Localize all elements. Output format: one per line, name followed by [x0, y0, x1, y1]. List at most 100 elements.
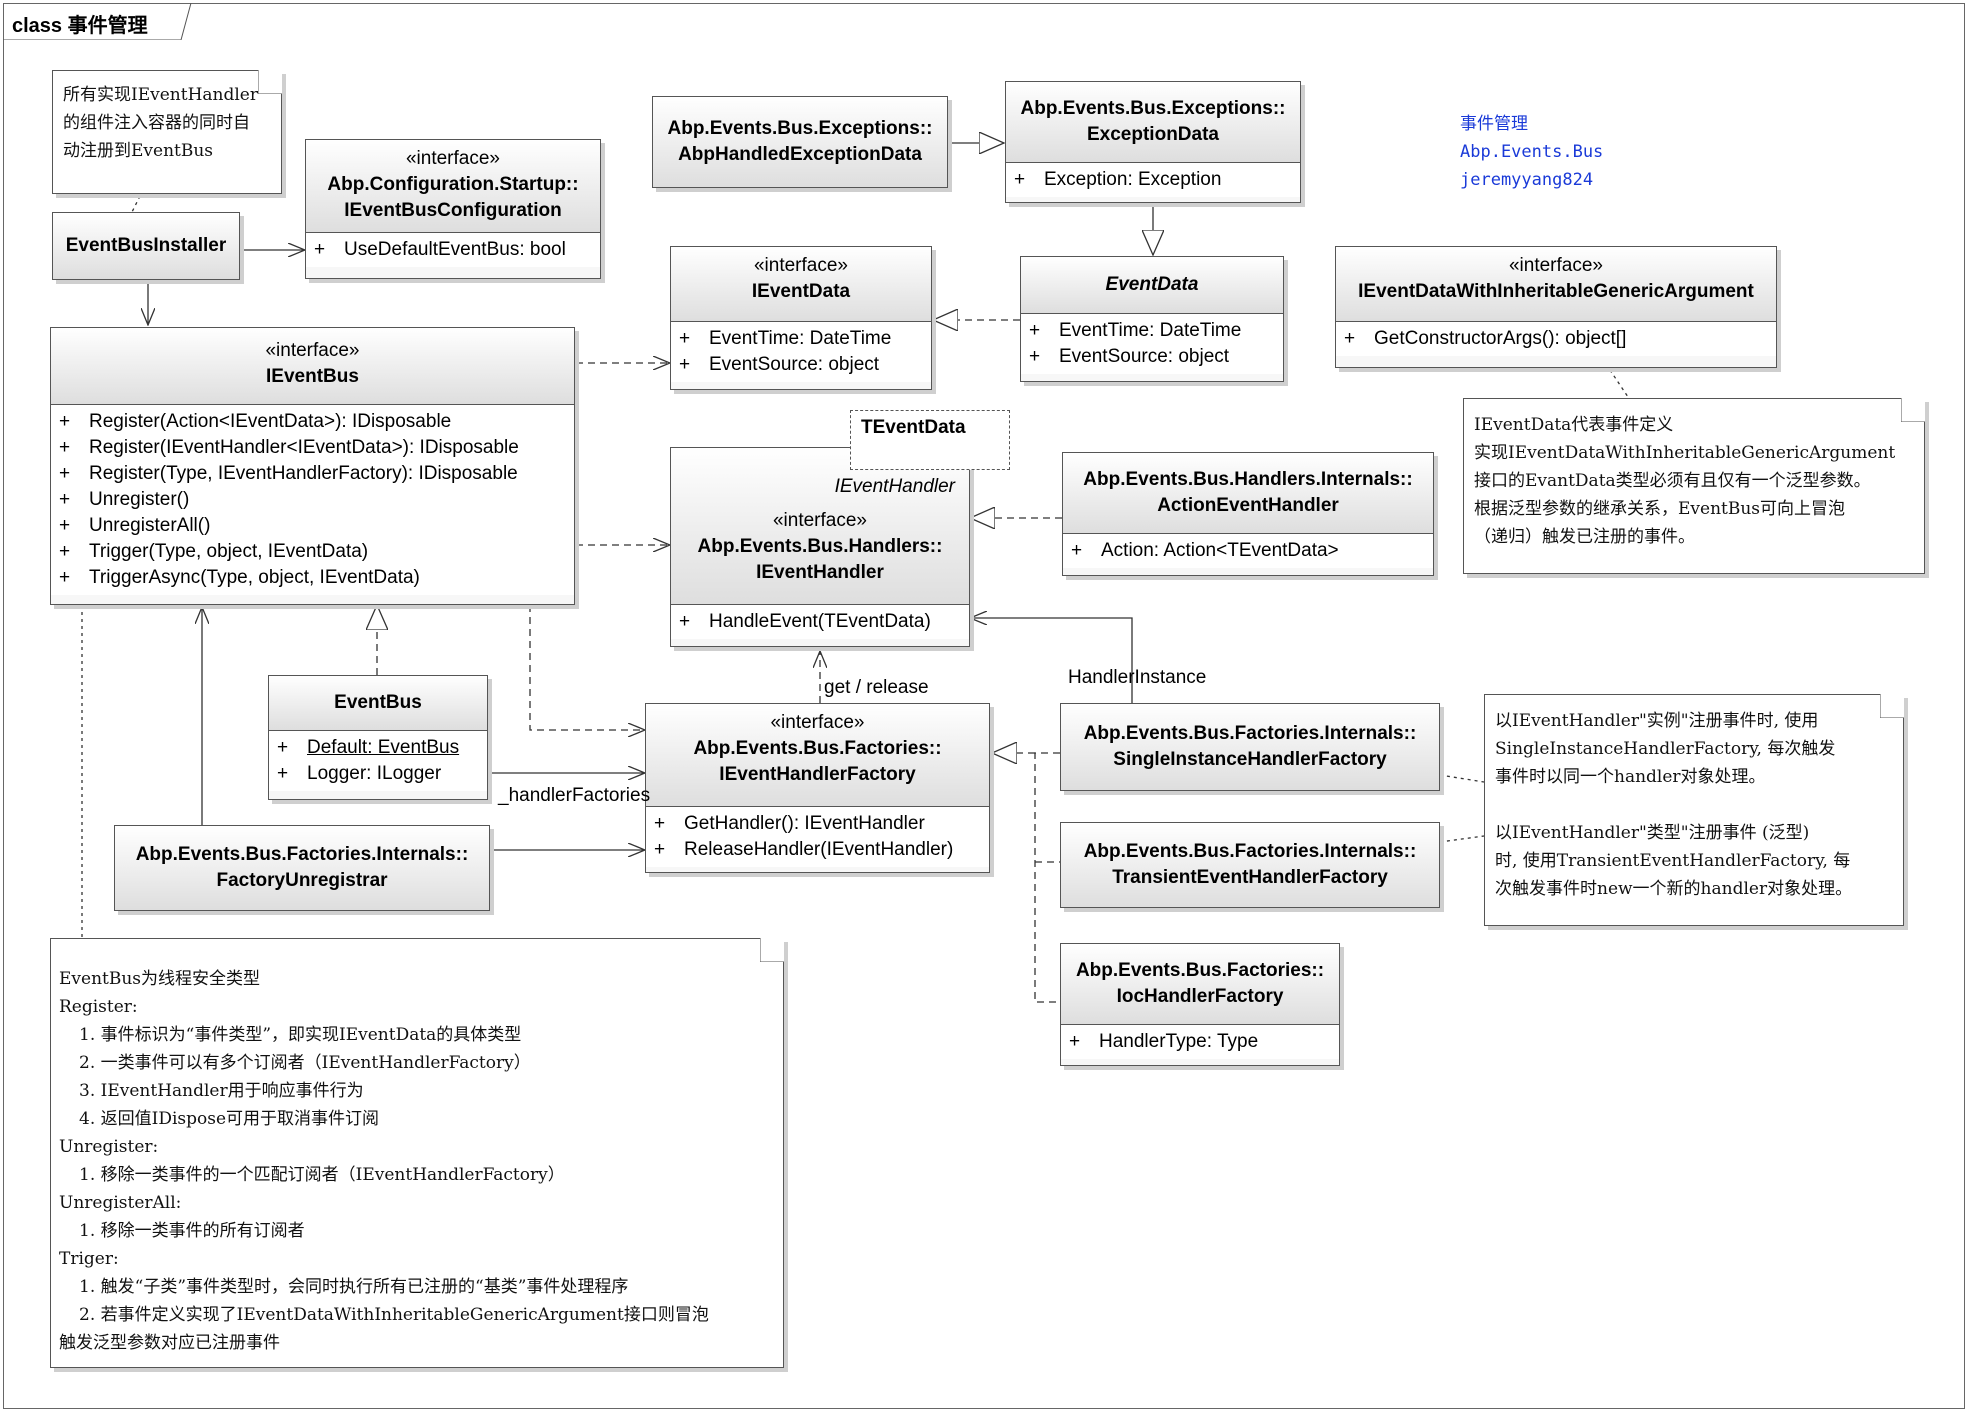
attributes: +UseDefaultEventBus: bool	[306, 232, 600, 267]
class-event-bus-installer[interactable]: EventBusInstaller	[52, 212, 240, 280]
attribute: +UseDefaultEventBus: bool	[314, 239, 566, 260]
operation: +ReleaseHandler(IEventHandler)	[654, 839, 954, 860]
label-handler-instance: HandlerInstance	[1068, 667, 1207, 688]
attributes: +EventTime: DateTime +EventSource: objec…	[1021, 313, 1283, 374]
edge-generic-note-anchor	[1609, 369, 1631, 401]
label-handler-factories: _handlerFactories	[498, 785, 651, 806]
attribute: +EventSource: object	[679, 354, 880, 375]
class-name-line1: Abp.Events.Bus.Factories.Internals::	[1083, 723, 1417, 744]
stereotype: «interface»	[770, 712, 865, 733]
interface-ievent-handler-factory[interactable]: «interface» Abp.Events.Bus.Factories:: I…	[645, 703, 990, 873]
attribute: +Default: EventBus	[277, 737, 460, 758]
note-line: 以IEventHandler"类型"注册事件 (泛型)	[1495, 823, 1810, 843]
note-fold-icon	[258, 70, 282, 94]
attribute: +EventTime: DateTime	[679, 328, 892, 349]
stereotype: «interface»	[1508, 255, 1603, 276]
class-name-line1: Abp.Events.Bus.Handlers.Internals::	[1083, 469, 1413, 490]
edge-single-note-anchor	[1439, 774, 1485, 783]
attributes: +Exception: Exception	[1006, 162, 1300, 197]
stereotype: «interface»	[265, 340, 360, 361]
class-name: IEventBus	[266, 366, 359, 387]
note-line: 3. IEventHandler用于响应事件行为	[79, 1081, 364, 1101]
note-line: 1. 事件标识为“事件类型”，即实现IEventData的具体类型	[79, 1025, 522, 1045]
attribute: +Logger: ILogger	[277, 763, 442, 784]
note-handler-factories: 以IEventHandler"实例"注册事件时, 使用 SingleInstan…	[1484, 694, 1904, 926]
note-line: 所有实现IEventHandler	[63, 85, 258, 105]
note-line: 2. 若事件定义实现了IEventDataWithInheritableGene…	[79, 1305, 709, 1325]
note-line: 4. 返回值IDispose可用于取消事件订阅	[79, 1109, 380, 1129]
class-name: EventBusInstaller	[65, 235, 227, 256]
attributes: +EventTime: DateTime +EventSource: objec…	[671, 321, 931, 382]
operation: +Register(IEventHandler<IEventData>): ID…	[59, 437, 519, 458]
class-transient-event-handler-factory[interactable]: Abp.Events.Bus.Factories.Internals:: Tra…	[1060, 822, 1440, 908]
class-name-line2: FactoryUnregistrar	[216, 870, 388, 891]
class-name-line1: Abp.Events.Bus.Exceptions::	[667, 118, 933, 139]
note-line: Unregister:	[59, 1137, 159, 1157]
note-fold-icon	[1901, 398, 1925, 422]
class-single-instance-handler-factory[interactable]: Abp.Events.Bus.Factories.Internals:: Sin…	[1060, 703, 1440, 791]
class-event-data[interactable]: EventData +EventTime: DateTime +EventSou…	[1020, 256, 1284, 382]
edge-transient-note-anchor	[1439, 835, 1485, 843]
attribute: +Exception: Exception	[1014, 169, 1222, 190]
note-line: SingleInstanceHandlerFactory, 每次触发	[1495, 739, 1836, 759]
class-name-line2: ExceptionData	[1087, 124, 1219, 145]
class-name-line1: Abp.Events.Bus.Factories::	[1075, 960, 1325, 981]
class-name-line1: Abp.Events.Bus.Exceptions::	[1020, 98, 1286, 119]
note-installer: 所有实现IEventHandler 的组件注入容器的同时自 动注册到EventB…	[52, 70, 282, 194]
operation: +GetConstructorArgs(): object[]	[1344, 328, 1627, 349]
class-abp-handled-exception-data[interactable]: Abp.Events.Bus.Exceptions:: AbpHandledEx…	[652, 96, 948, 188]
note-event-bus: EventBus为线程安全类型 Register: 1. 事件标识为“事件类型”…	[50, 938, 784, 1368]
note-line: 接口的EvantData类型必须有且仅有一个泛型参数。	[1474, 471, 1871, 491]
class-event-bus[interactable]: EventBus +Default: EventBus +Logger: ILo…	[268, 675, 488, 800]
class-ioc-handler-factory[interactable]: Abp.Events.Bus.Factories:: IocHandlerFac…	[1060, 943, 1340, 1066]
note-line: Register:	[59, 997, 138, 1017]
stereotype: «interface»	[753, 255, 848, 276]
note-line: 1. 触发“子类”事件类型时，会同时执行所有已注册的“基类”事件处理程序	[79, 1277, 629, 1297]
class-action-event-handler[interactable]: Abp.Events.Bus.Handlers.Internals:: Acti…	[1062, 452, 1434, 576]
attribute: +HandlerType: Type	[1069, 1031, 1259, 1052]
class-name-line1: Abp.Events.Bus.Factories.Internals::	[1083, 841, 1417, 862]
note-line: 时, 使用TransientEventHandlerFactory, 每	[1495, 851, 1851, 871]
interface-ievent-data[interactable]: «interface» IEventData +EventTime: DateT…	[670, 246, 932, 390]
note-line: 1. 移除一类事件的所有订阅者	[79, 1221, 305, 1241]
generic-name: IEventHandler	[834, 476, 955, 497]
diagram-info: 事件管理 Abp.Events.Bus jeremyyang824	[1460, 110, 1603, 194]
attribute: +Action: Action<TEventData>	[1071, 540, 1339, 561]
note-fold-icon	[760, 938, 784, 962]
attributes: +Default: EventBus +Logger: ILogger	[269, 730, 487, 791]
interface-ievent-data-generic[interactable]: «interface» IEventDataWithInheritableGen…	[1335, 246, 1777, 368]
class-name-line2: IEventHandler	[756, 562, 884, 583]
operation: +Trigger(Type, object, IEventData)	[59, 541, 369, 562]
attributes: +GetConstructorArgs(): object[]	[1336, 321, 1776, 356]
class-name-line1: Abp.Events.Bus.Factories.Internals::	[135, 844, 469, 865]
class-name-line2: AbpHandledExceptionData	[678, 144, 922, 165]
class-factory-unregistrar[interactable]: Abp.Events.Bus.Factories.Internals:: Fac…	[114, 825, 490, 911]
class-name-line1: Abp.Events.Bus.Factories::	[693, 738, 942, 759]
class-name: IEventDataWithInheritableGenericArgument	[1358, 281, 1754, 302]
stereotype: «interface»	[772, 510, 867, 531]
edge-ieventbus-factory	[529, 605, 645, 730]
info-namespace: Abp.Events.Bus	[1460, 142, 1604, 162]
interface-ievent-handler[interactable]: IEventHandler «interface» Abp.Events.Bus…	[670, 447, 970, 647]
note-line: UnregisterAll:	[59, 1193, 182, 1213]
class-exception-data[interactable]: Abp.Events.Bus.Exceptions:: ExceptionDat…	[1005, 81, 1301, 203]
class-name: EventBus	[334, 692, 422, 713]
interface-ievent-bus-configuration[interactable]: «interface» Abp.Configuration.Startup:: …	[305, 139, 601, 279]
operations: +GetHandler(): IEventHandler +ReleaseHan…	[646, 806, 989, 867]
template-parameter: TEventData	[850, 410, 1010, 470]
note-line: 事件时以同一个handler对象处理。	[1495, 767, 1766, 787]
class-name-line2: IEventHandlerFactory	[719, 764, 916, 785]
attributes: +HandlerType: Type	[1061, 1024, 1339, 1059]
operations: +Register(Action<IEventData>): IDisposab…	[51, 404, 574, 595]
class-name-line2: ActionEventHandler	[1157, 495, 1339, 516]
attributes: +Action: Action<TEventData>	[1063, 533, 1433, 568]
class-name: IEventData	[751, 281, 851, 302]
edge-factories-realization	[1034, 752, 1060, 1003]
interface-ievent-bus[interactable]: «interface» IEventBus +Register(Action<I…	[50, 327, 575, 605]
note-line: Triger:	[59, 1249, 119, 1269]
note-fold-icon	[1880, 694, 1904, 718]
note-line: IEventData代表事件定义	[1474, 415, 1674, 435]
class-name-line1: Abp.Events.Bus.Handlers::	[697, 536, 943, 557]
